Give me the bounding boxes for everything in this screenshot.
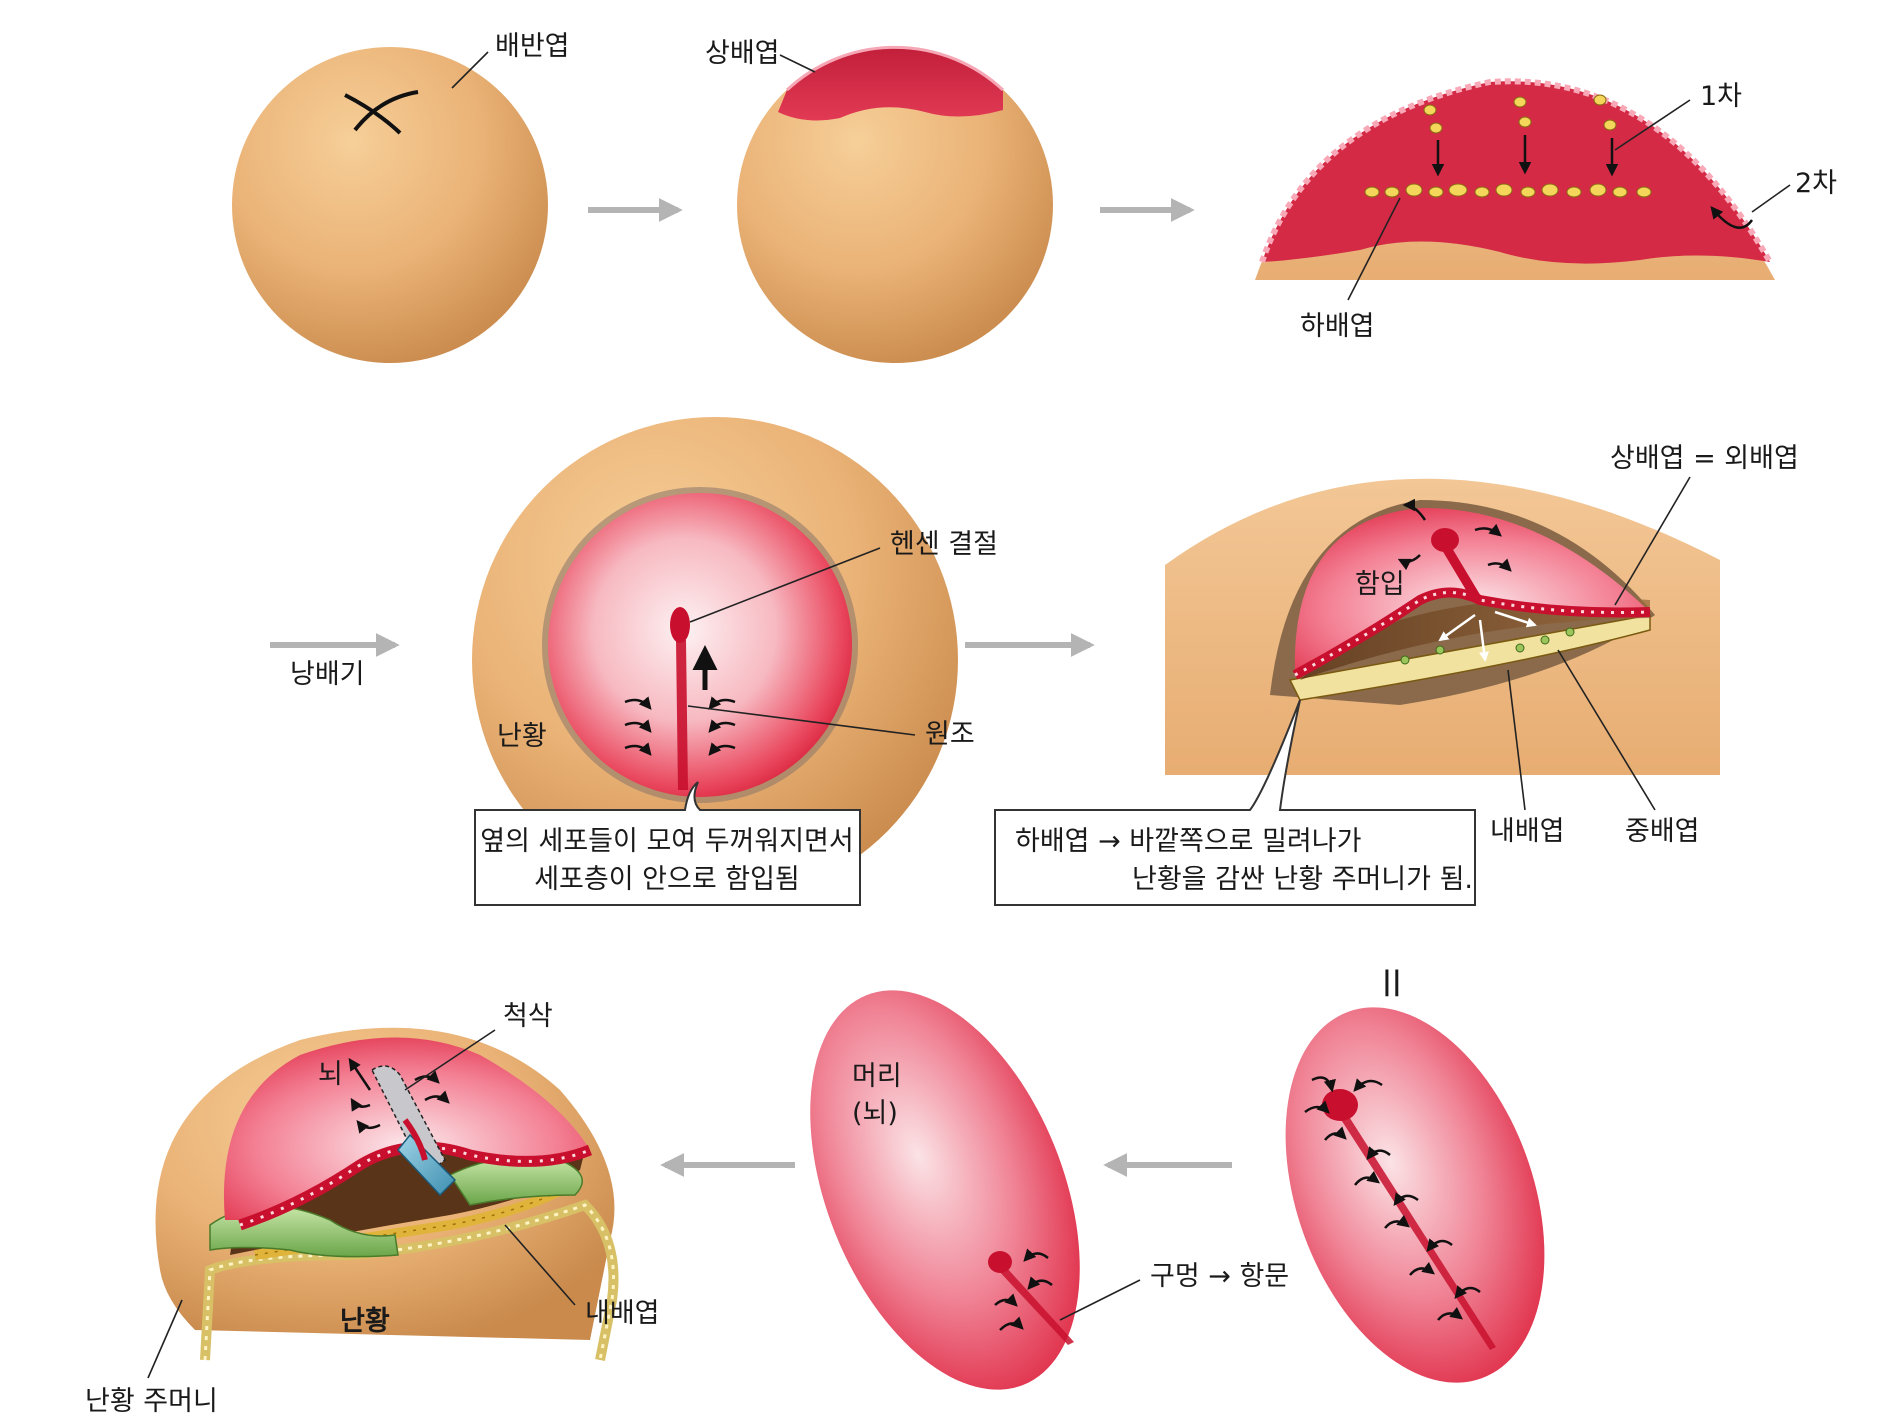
label-blastoderm: 배반엽 bbox=[495, 31, 570, 62]
stage8-neurulation: 뇌 척삭 난황 내배엽 난황 주머니 bbox=[85, 1001, 660, 1417]
stage1-blastoderm: 배반엽 bbox=[232, 31, 570, 363]
hypoblast-cells bbox=[1364, 94, 1652, 198]
yolk-sac-layer bbox=[200, 1199, 619, 1361]
label-brain-paren: (뇌) bbox=[852, 1098, 898, 1129]
label-hypoblast: 하배엽 bbox=[1300, 311, 1375, 342]
hensen-node bbox=[670, 607, 690, 643]
label-yolk: 난황 bbox=[340, 1306, 390, 1337]
stage7-oval-head: 머리 (뇌) 구멍 → 항문 bbox=[810, 990, 1289, 1390]
label-yolk: 난황 bbox=[497, 721, 547, 752]
label-endoderm: 내배엽 bbox=[1490, 816, 1565, 847]
callout-line2: 세포층이 안으로 함입됨 bbox=[534, 864, 800, 895]
label-endoderm: 내배엽 bbox=[585, 1298, 660, 1329]
callout-line1: 하배엽 → 바깥쪽으로 밀려나가 bbox=[1015, 826, 1361, 857]
hypoblast-layer bbox=[1288, 614, 1651, 701]
label-ectoderm: 상배엽 = 외배엽 bbox=[1610, 443, 1799, 474]
label-gastrula: 낭배기 bbox=[290, 659, 365, 690]
label-secondary: 2차 bbox=[1795, 168, 1837, 199]
cell-movement-arrows bbox=[624, 696, 736, 756]
embryo-oval bbox=[1285, 1007, 1545, 1383]
label-invagination: 함입 bbox=[1355, 569, 1405, 600]
label-hensen-node: 헨센 결절 bbox=[890, 529, 998, 560]
stage3-section: 1차 2차 하배엽 bbox=[1255, 78, 1837, 342]
stage6-oval bbox=[1285, 1007, 1545, 1383]
label-brain: 뇌 bbox=[318, 1059, 343, 1090]
primitive-streak bbox=[676, 640, 688, 790]
callout-hypoblast: 하배엽 → 바깥쪽으로 밀려나가 난황을 감싼 난황 주머니가 됨. bbox=[994, 699, 1476, 906]
embryonic-disc bbox=[548, 493, 852, 797]
epiblast-cap bbox=[778, 47, 1003, 121]
label-primary: 1차 bbox=[1700, 81, 1742, 112]
label-yolk-sac: 난황 주머니 bbox=[85, 1386, 218, 1417]
stage5-gastrulation: 함입 상배엽 = 외배엽 내배엽 중배엽 bbox=[1165, 443, 1799, 847]
callout-line2: 난황을 감싼 난황 주머니가 됨. bbox=[1132, 864, 1473, 895]
stage4-gastrula: 헨센 결절 원조 난황 bbox=[472, 417, 998, 903]
label-mouth-anus: 구멍 → 항문 bbox=[1150, 1261, 1289, 1292]
mesoderm-cells bbox=[1400, 627, 1575, 665]
callout-line1: 옆의 세포들이 모여 두꺼워지면서 bbox=[480, 826, 854, 857]
label-primitive-streak: 원조 bbox=[925, 719, 975, 750]
yolk-ball bbox=[232, 47, 548, 363]
stage2-epiblast: 상배엽 bbox=[705, 38, 1053, 363]
label-head: 머리 bbox=[852, 1061, 902, 1092]
label-mesoderm: 중배엽 bbox=[1625, 816, 1700, 847]
embryo-oval bbox=[810, 990, 1080, 1390]
label-equals: || bbox=[1382, 966, 1402, 997]
red-tissue bbox=[1262, 81, 1770, 264]
callout-invagination: 옆의 세포들이 모여 두꺼워지면서 세포층이 안으로 함입됨 bbox=[474, 781, 861, 906]
label-epiblast: 상배엽 bbox=[705, 38, 780, 69]
label-notochord: 척삭 bbox=[503, 1001, 553, 1032]
cross-mark bbox=[344, 93, 402, 135]
yolk-ball bbox=[737, 47, 1053, 363]
